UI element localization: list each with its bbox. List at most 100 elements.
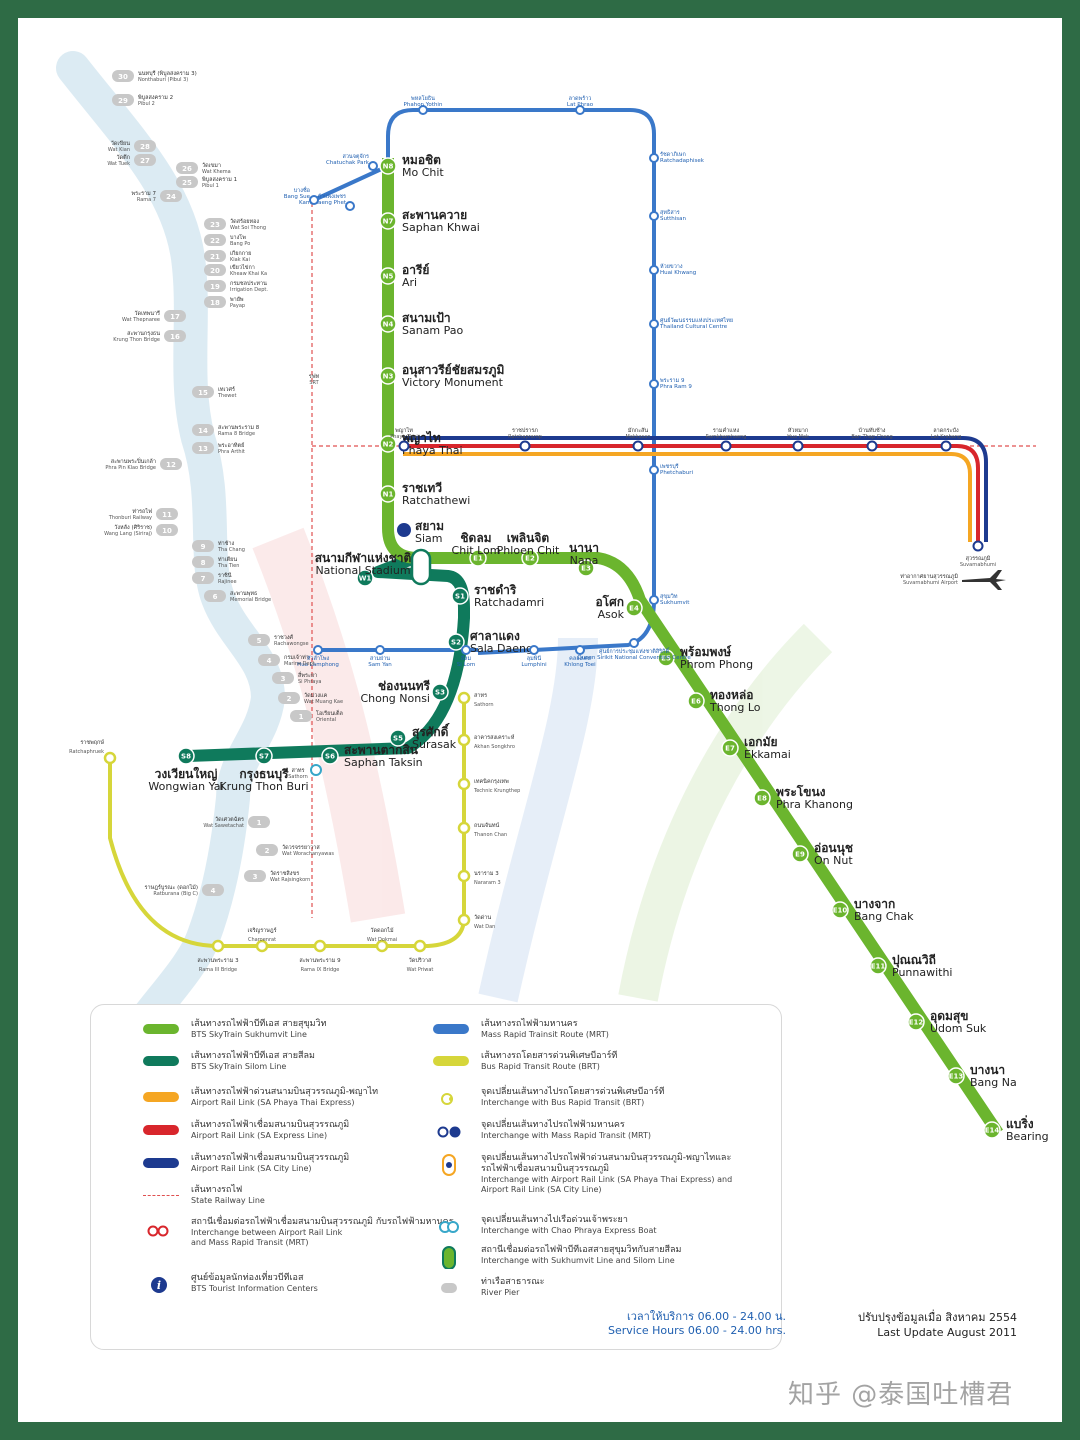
mrt-marker[interactable]	[649, 211, 659, 221]
boat-interchange-marker[interactable]	[310, 764, 322, 776]
pier-marker[interactable]	[256, 844, 278, 856]
pier-marker[interactable]	[164, 310, 186, 322]
interchange-marker[interactable]	[410, 548, 432, 586]
mrt-marker[interactable]	[649, 595, 659, 605]
mrt-marker[interactable]	[649, 153, 659, 163]
pier-marker[interactable]	[204, 280, 226, 292]
arl-marker[interactable]	[519, 440, 531, 452]
pier-marker[interactable]	[204, 296, 226, 308]
station-marker[interactable]	[255, 747, 273, 765]
brt-marker[interactable]	[103, 751, 117, 765]
station-marker[interactable]	[657, 649, 675, 667]
pier-marker[interactable]	[134, 140, 156, 152]
station-marker[interactable]	[379, 367, 397, 385]
mrt-marker[interactable]	[309, 195, 319, 205]
pier-marker[interactable]	[204, 250, 226, 262]
pier-marker[interactable]	[204, 234, 226, 246]
pier-marker[interactable]	[156, 508, 178, 520]
station-marker[interactable]	[379, 435, 397, 453]
station-marker[interactable]	[379, 315, 397, 333]
mrt-marker[interactable]	[375, 645, 385, 655]
mrt-station[interactable]: เพชรบุรีPhetchaburi	[649, 463, 693, 476]
station-marker[interactable]	[469, 549, 487, 567]
arl-marker[interactable]	[398, 440, 410, 452]
pier-marker[interactable]	[160, 190, 182, 202]
pier-marker[interactable]	[248, 634, 270, 646]
pier-marker[interactable]	[192, 572, 214, 584]
pier-marker[interactable]	[176, 176, 198, 188]
pier-marker[interactable]	[278, 692, 300, 704]
mrt-marker[interactable]	[629, 638, 639, 648]
pier-marker[interactable]	[192, 442, 214, 454]
station-marker[interactable]	[947, 1067, 965, 1085]
pier-marker[interactable]	[176, 162, 198, 174]
station-marker[interactable]	[379, 267, 397, 285]
mrt-station[interactable]: ศูนย์การประชุมแห่งชาติสิริกิติ์Queen Sir…	[577, 638, 691, 661]
station-marker[interactable]	[177, 747, 195, 765]
mrt-station[interactable]: ลุมพินีLumphini	[521, 645, 547, 668]
pier-marker[interactable]	[204, 264, 226, 276]
mrt-marker[interactable]	[345, 201, 355, 211]
mrt-marker[interactable]	[649, 319, 659, 329]
station-marker[interactable]	[907, 1013, 925, 1031]
brt-marker[interactable]	[457, 821, 471, 835]
mrt-marker[interactable]	[313, 645, 323, 655]
pier-marker[interactable]	[134, 154, 156, 166]
station-marker[interactable]	[983, 1121, 1001, 1139]
pier-marker[interactable]	[160, 458, 182, 470]
river-pier[interactable]: 10วังหลัง (ศิริราช)Wang Lang (Siriraj)	[104, 524, 178, 537]
brt-marker[interactable]	[255, 939, 269, 953]
brt-station[interactable]: อาคารสงเคราะห์Akhan Songkhro	[457, 733, 515, 750]
pier-marker[interactable]	[204, 218, 226, 230]
station-marker[interactable]	[451, 587, 469, 605]
arl-marker[interactable]	[792, 440, 804, 452]
arl-marker[interactable]	[632, 440, 644, 452]
station-marker[interactable]	[753, 789, 771, 807]
